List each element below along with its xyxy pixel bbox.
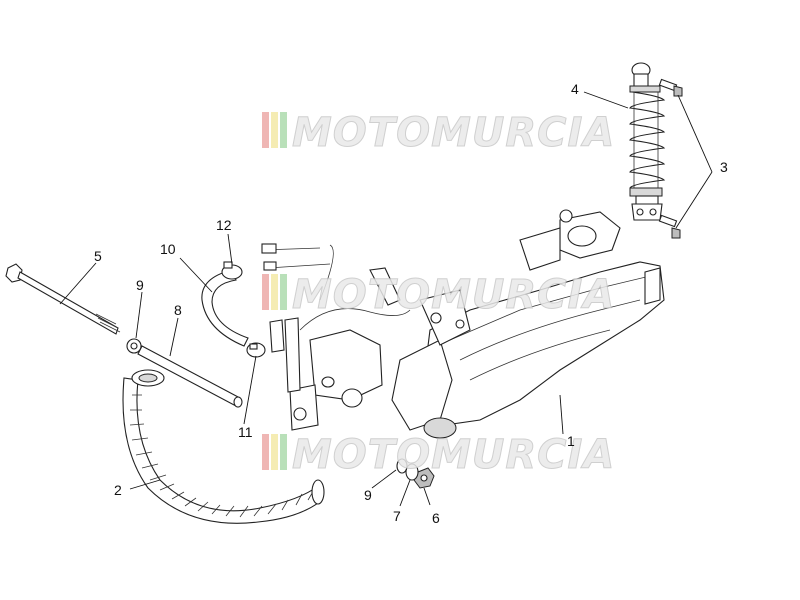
flat-washer — [405, 463, 419, 481]
washer-lower — [396, 458, 408, 474]
callout-3: 3 — [720, 159, 728, 175]
callout-2: 2 — [114, 482, 122, 498]
rear-shock-absorber — [629, 62, 666, 221]
washer — [126, 338, 142, 354]
callout-1: 1 — [567, 433, 575, 449]
engine-crankcase-body — [391, 209, 665, 439]
hose-clamp-upper — [221, 261, 243, 280]
watermark-logo: MOTOMURCIA — [262, 110, 615, 157]
breather-hose — [201, 269, 249, 347]
callout-11: 11 — [238, 424, 253, 440]
callout-6: 6 — [432, 510, 440, 526]
callout-4: 4 — [571, 81, 579, 97]
shock-bolt-lower — [658, 214, 681, 239]
callout-9-lower: 9 — [364, 487, 372, 503]
carburetor-assembly — [261, 243, 411, 431]
hose-clamp-lower — [246, 342, 266, 358]
callout-9-upper: 9 — [136, 277, 144, 293]
watermark-logo: MOTOMURCIA — [262, 272, 615, 319]
callout-8: 8 — [174, 302, 182, 318]
nut — [413, 467, 435, 489]
callout-12: 12 — [216, 217, 232, 233]
leader-lines — [59, 91, 713, 507]
callout-10: 10 — [160, 241, 176, 257]
svg-text:MOTOMURCIA: MOTOMURCIA — [292, 272, 615, 318]
long-pivot-bolt — [5, 263, 121, 335]
watermark-logo: MOTOMURCIA — [262, 432, 615, 479]
svg-text:MOTOMURCIA: MOTOMURCIA — [292, 110, 615, 156]
callout-5: 5 — [94, 248, 102, 264]
svg-text:MOTOMURCIA: MOTOMURCIA — [292, 432, 615, 478]
callout-7: 7 — [393, 508, 401, 524]
shock-bolt-upper — [658, 78, 683, 97]
